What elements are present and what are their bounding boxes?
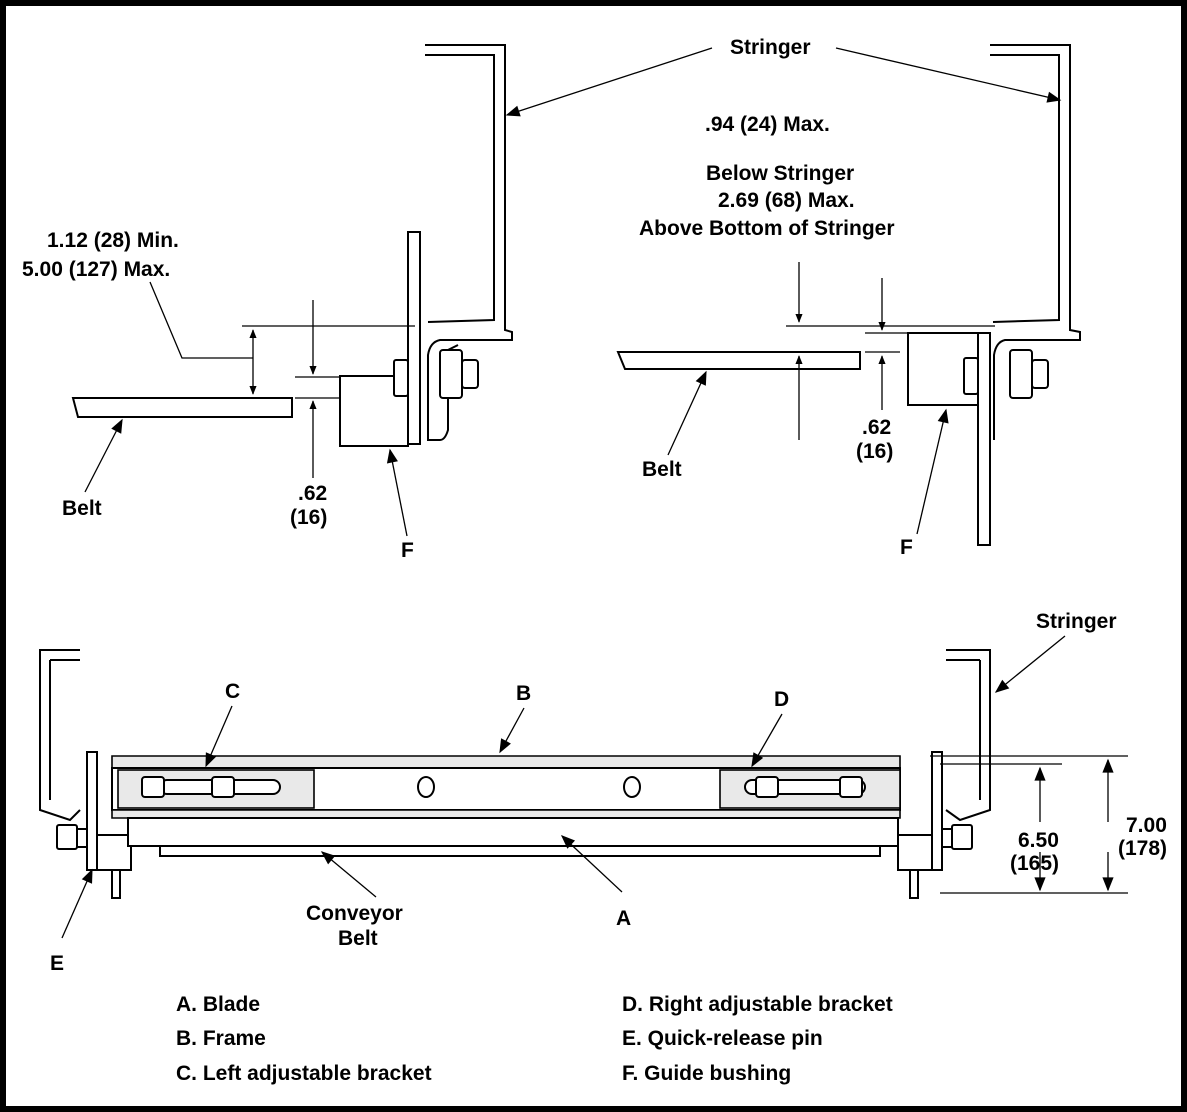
bolt-head-right	[963, 357, 979, 395]
stringer-label-top: Stringer	[730, 36, 811, 59]
top-right-detail	[616, 44, 1081, 546]
blade	[127, 817, 899, 847]
label-d: D	[774, 688, 789, 711]
dim-bushing-metric-label: (16)	[290, 506, 327, 529]
above-bottom-label: Above Bottom of Stringer	[639, 217, 895, 240]
bolt-nut-right	[1009, 349, 1033, 399]
label-c: C	[225, 680, 240, 703]
bolt-head	[393, 359, 409, 397]
belt-label-right: Belt	[642, 458, 682, 481]
bushing-label-right: F	[900, 536, 913, 559]
dim-below-stringer-label: .94 (24) Max.	[705, 113, 830, 136]
dim-gap-min-label: 1.12 (28) Min.	[47, 229, 179, 252]
dim-inner-label: 6.50	[1018, 829, 1059, 852]
bolt-tip-right	[1031, 359, 1049, 389]
legend-item-f: F. Guide bushing	[622, 1062, 791, 1085]
legend: A. Blade B. Frame C. Left adjustable bra…	[176, 993, 893, 1085]
label-a: A	[616, 907, 631, 930]
stringer-bottom-right	[945, 649, 991, 822]
below-stringer-label: Below Stringer	[706, 162, 854, 185]
legend-item-e: E. Quick-release pin	[622, 1027, 823, 1050]
dim-outer-label: 7.00	[1126, 814, 1167, 837]
conveyor-belt	[159, 845, 881, 857]
dim-bushing-metric-label-right: (16)	[856, 440, 893, 463]
stringer-right-profile	[990, 44, 1081, 440]
stringer-label-bottom: Stringer	[1036, 610, 1117, 633]
belt-left	[71, 397, 293, 418]
stringer-left-profile	[425, 44, 513, 441]
legend-item-d: D. Right adjustable bracket	[622, 993, 893, 1016]
dim-outer-metric-label: (178)	[1118, 837, 1167, 860]
bolt-tip	[461, 359, 479, 389]
stringer-bottom-left	[39, 649, 81, 822]
dim-bushing-label: .62	[298, 482, 327, 505]
conveyor-label: Conveyor	[306, 902, 403, 925]
top-left-detail	[71, 44, 1062, 537]
belt-label-left: Belt	[62, 497, 102, 520]
dim-inner-metric-label: (165)	[1010, 852, 1059, 875]
belt-right	[616, 351, 861, 370]
label-e: E	[50, 952, 64, 975]
legend-item-b: B. Frame	[176, 1027, 266, 1050]
bracket-plate	[407, 231, 421, 445]
label-b: B	[516, 682, 531, 705]
bolt-nut	[439, 349, 463, 399]
legend-item-c: C. Left adjustable bracket	[176, 1062, 432, 1085]
dim-gap-max-label: 5.00 (127) Max.	[22, 258, 170, 281]
conveyor-belt-label: Belt	[338, 927, 378, 950]
frame-top-rail	[111, 755, 901, 769]
legend-item-a: A. Blade	[176, 993, 260, 1016]
dim-bushing-label-right: .62	[862, 416, 891, 439]
bushing-label-left: F	[401, 539, 414, 562]
dim-above-bottom-label: 2.69 (68) Max.	[718, 189, 855, 212]
bracket-plate-right	[977, 332, 991, 546]
bottom-assembly	[39, 635, 1128, 939]
